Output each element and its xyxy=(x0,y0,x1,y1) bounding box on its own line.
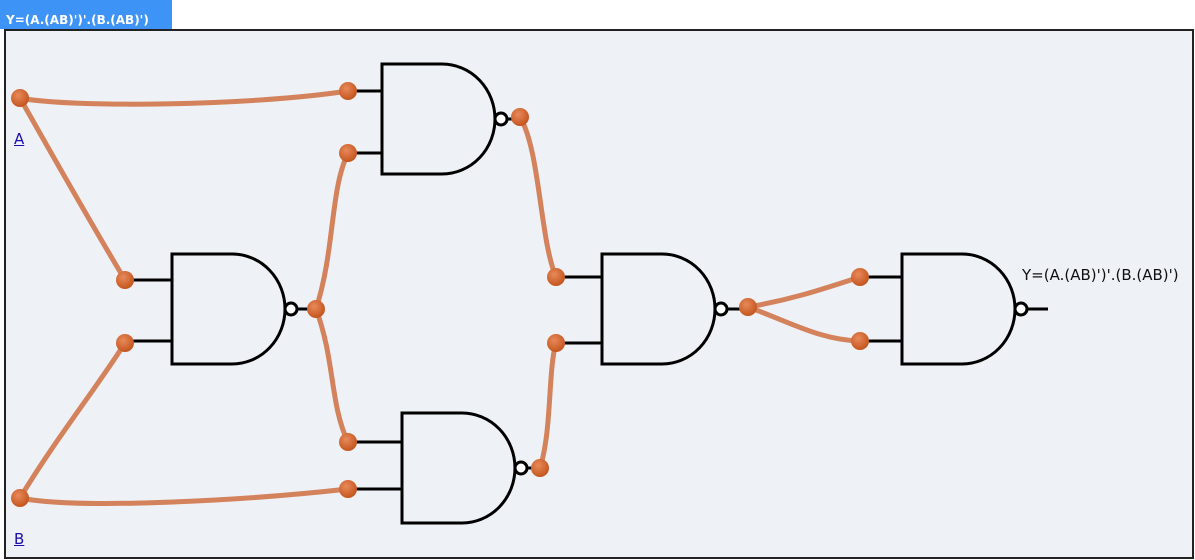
diagram-title-tab: Y=(A.(AB)')'.(B.(AB)') xyxy=(0,0,172,29)
wire-a-to-gate2 xyxy=(17,88,351,107)
node-gate3-in-b[interactable] xyxy=(339,480,357,498)
wire-gate4-to-gate5-top xyxy=(745,274,863,310)
node-gate1-in-b[interactable] xyxy=(116,334,134,352)
node-gate2-in-a[interactable] xyxy=(339,82,357,100)
nand-gate-a-ab xyxy=(348,62,520,176)
input-b-label[interactable]: B xyxy=(14,530,25,548)
wire-gate1-to-gate3 xyxy=(313,306,351,445)
node-gate5-in-b[interactable] xyxy=(851,332,869,350)
node-gate4-in-b[interactable] xyxy=(547,334,565,352)
node-gate1-out[interactable] xyxy=(307,300,325,318)
node-gate4-in-a[interactable] xyxy=(547,268,565,286)
wire-b-to-gate1 xyxy=(17,340,128,501)
node-gate1-in-a[interactable] xyxy=(116,271,134,289)
node-gate3-out[interactable] xyxy=(531,459,549,477)
node-gate2-in-b[interactable] xyxy=(339,144,357,162)
wire-gate4-to-gate5-bottom xyxy=(745,304,863,344)
nand-gate-combine xyxy=(556,252,748,366)
wire-b-to-gate3 xyxy=(17,486,351,506)
wire-gate1-to-gate2 xyxy=(313,150,351,312)
nand-gate-output xyxy=(860,252,1048,366)
node-input-b[interactable] xyxy=(11,489,29,507)
input-a-label[interactable]: A xyxy=(14,130,25,148)
circuit-canvas xyxy=(4,29,1194,559)
node-gate5-in-a[interactable] xyxy=(851,268,869,286)
wire-a-to-gate1 xyxy=(17,95,128,283)
wire-gate2-to-gate4 xyxy=(517,114,559,280)
wire-gate3-to-gate4 xyxy=(537,340,559,471)
node-gate4-out[interactable] xyxy=(739,298,757,316)
node-gate3-in-a[interactable] xyxy=(339,433,357,451)
output-y-label: Y=(A.(AB)')'.(B.(AB)') xyxy=(1022,266,1179,284)
nand-gate-b-ab xyxy=(348,411,540,525)
nand-gate-ab xyxy=(125,252,316,366)
node-input-a[interactable] xyxy=(11,89,29,107)
node-gate2-out[interactable] xyxy=(511,108,529,126)
